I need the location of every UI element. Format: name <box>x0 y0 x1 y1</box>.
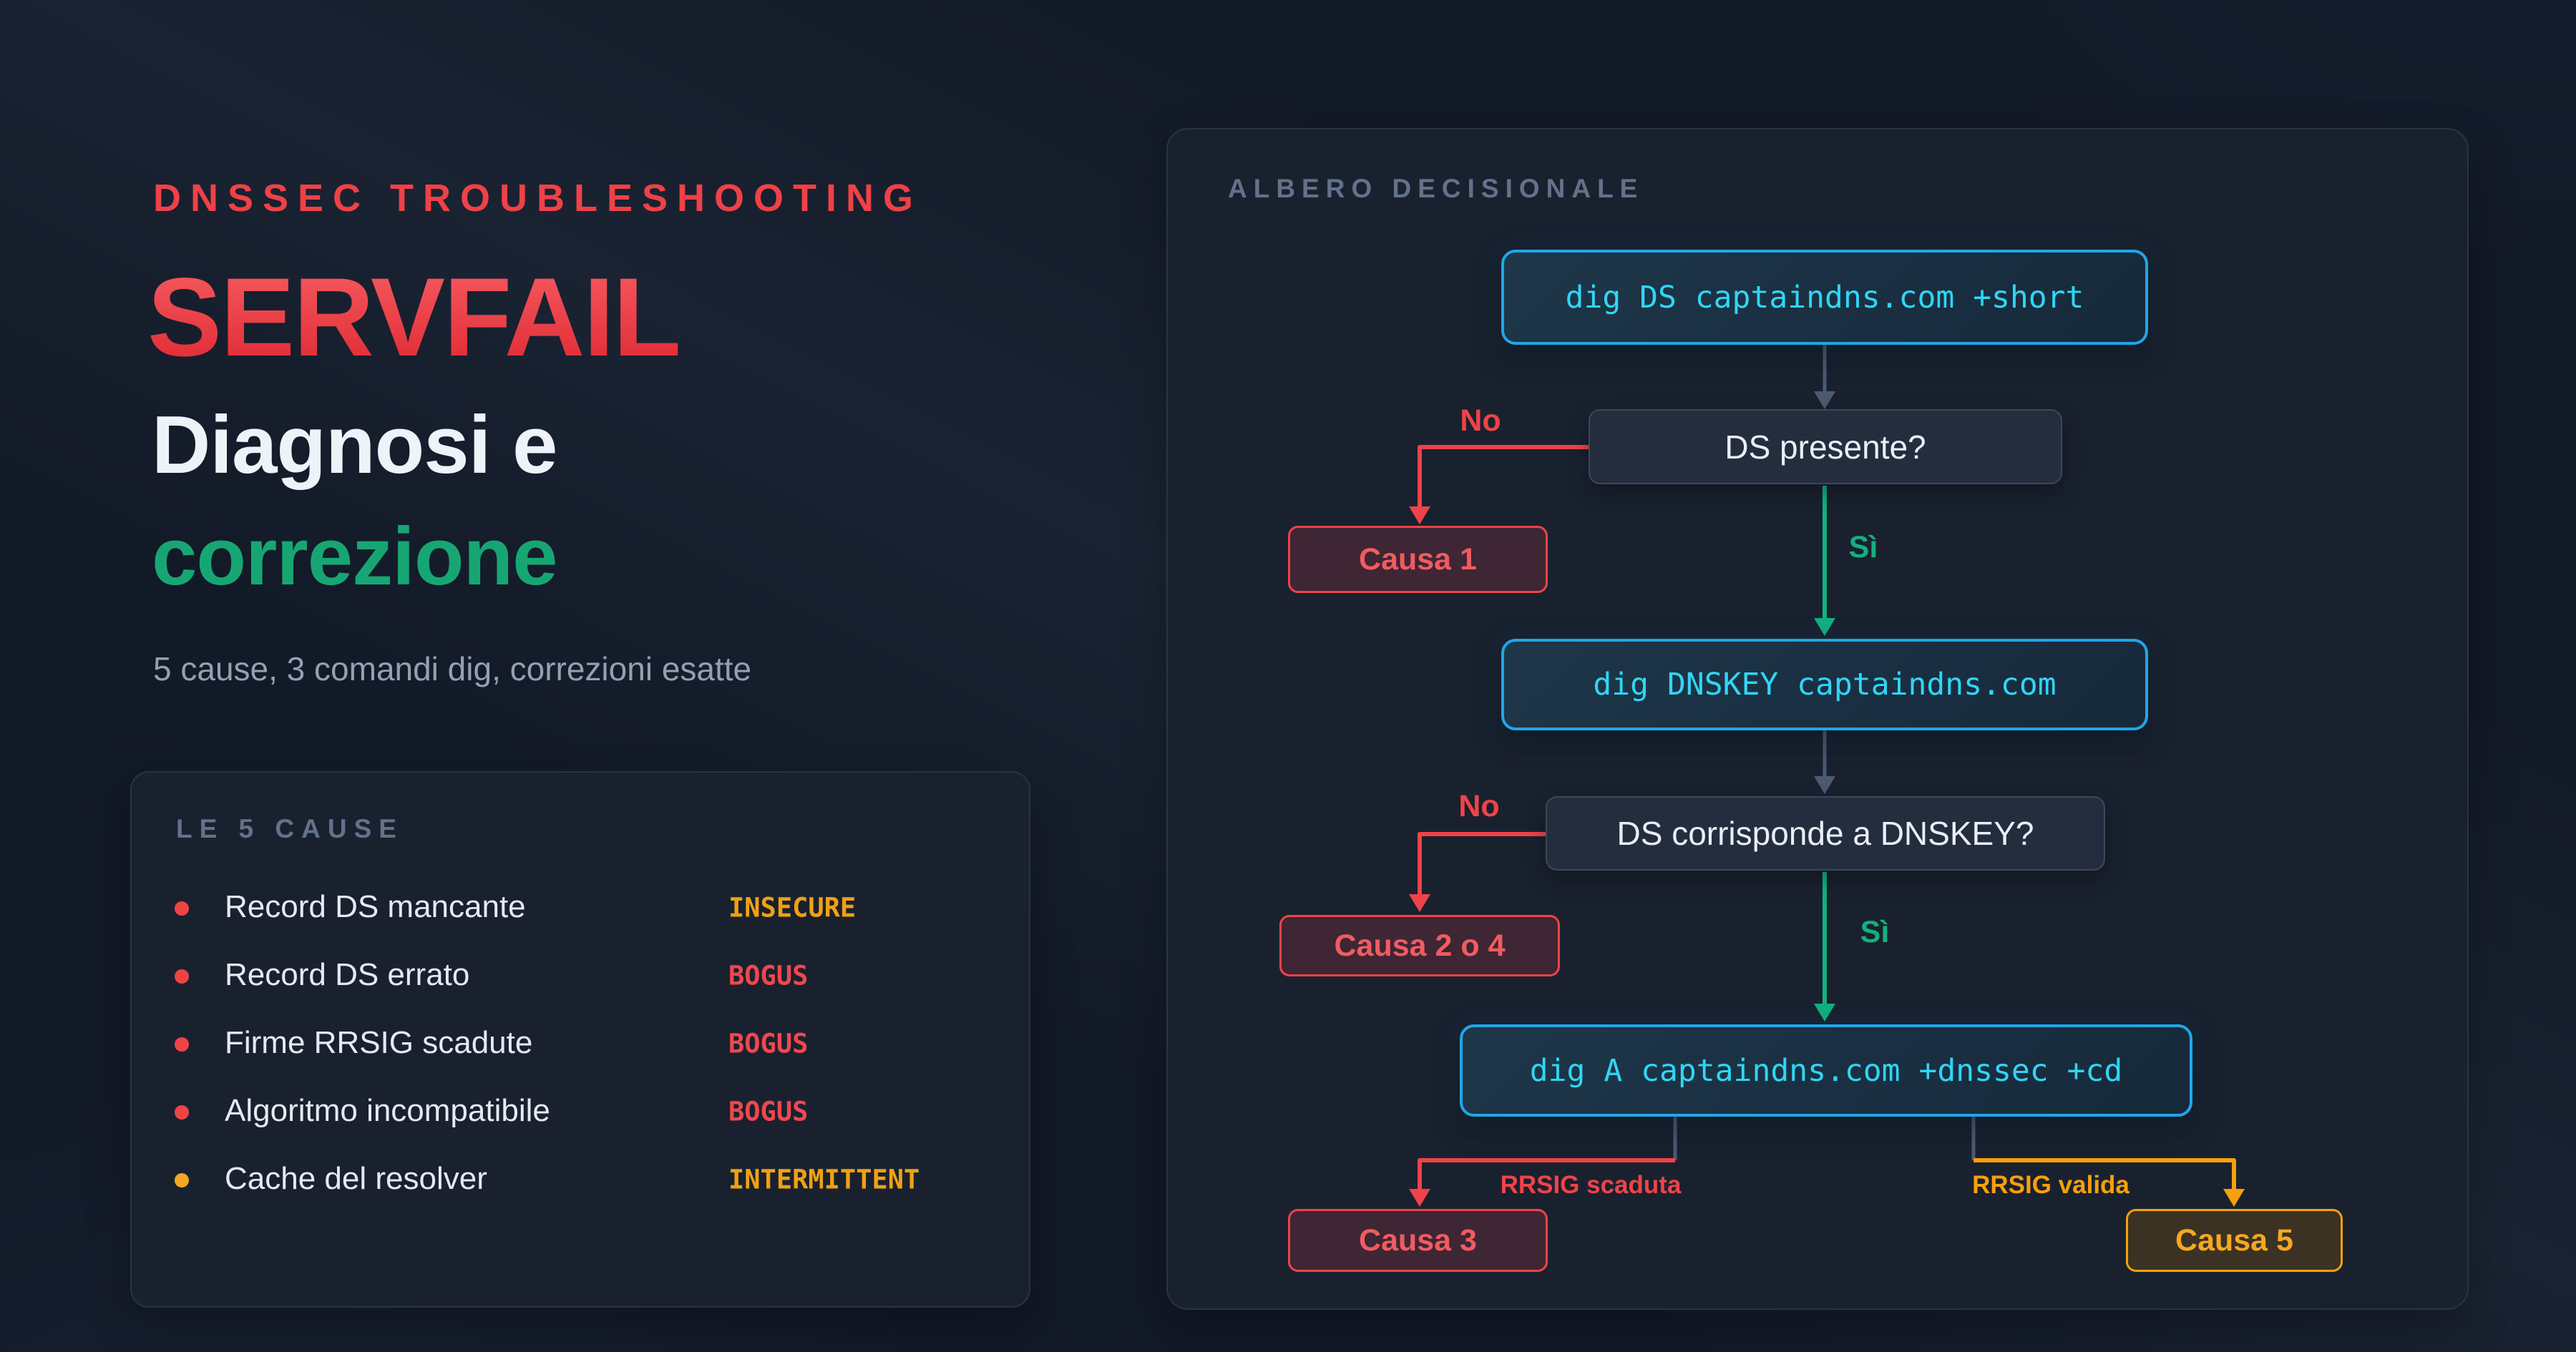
cause-row: Record DS errato BOGUS <box>132 944 1029 1009</box>
edge-q2-no-cause2 <box>1409 832 1546 912</box>
node-cause-1: Causa 1 <box>1288 526 1548 593</box>
hero-subtitle-line1: Diagnosi e <box>152 400 557 491</box>
hero-tagline: 5 cause, 3 comandi dig, correzioni esatt… <box>153 650 752 687</box>
edge-cmd2-q2 <box>1814 730 1835 794</box>
cause-dot-icon <box>175 1173 189 1187</box>
node-cause-5: Causa 5 <box>2126 1209 2343 1272</box>
edge-label-yes-1: Sì <box>1848 530 1878 564</box>
decision-tree-header: ALBERO DECISIONALE <box>1228 174 1644 203</box>
node-cmd-dig-a-dnssec: dig A captaindns.com +dnssec +cd <box>1460 1024 2192 1117</box>
cause-row: Algoritmo incompatibile BOGUS <box>132 1080 1029 1145</box>
cause-status-badge: BOGUS <box>728 1096 809 1127</box>
cause-status-badge: BOGUS <box>728 1028 809 1059</box>
edge-q2-yes-cmd3 <box>1814 872 1835 1022</box>
cause-status-badge: INTERMITTENT <box>728 1164 920 1195</box>
hero-subtitle-line2: correzione <box>152 511 558 602</box>
edge-cmd3-valid-cause5 <box>1971 1117 2245 1207</box>
node-question-ds-present: DS presente? <box>1589 409 2062 484</box>
cause-row: Firme RRSIG scadute BOGUS <box>132 1012 1029 1077</box>
cause-row: Record DS mancante INSECURE <box>132 876 1029 941</box>
edge-q1-no-cause1 <box>1409 445 1589 524</box>
cause-dot-icon <box>175 1105 189 1120</box>
causes-card: LE 5 CAUSE Record DS mancante INSECURE R… <box>130 771 1030 1308</box>
cause-label: Record DS errato <box>225 957 470 992</box>
edge-label-no-1: No <box>1460 403 1501 438</box>
edge-label-rrsig-expired: RRSIG scaduta <box>1500 1171 1682 1199</box>
edge-cmd3-expired-cause3 <box>1409 1117 1677 1207</box>
cause-label: Algoritmo incompatibile <box>225 1093 550 1128</box>
edge-q1-yes-cmd2 <box>1814 486 1835 636</box>
cause-row: Cache del resolver INTERMITTENT <box>132 1148 1029 1213</box>
node-cmd-dig-dnskey: dig DNSKEY captaindns.com <box>1501 639 2148 730</box>
edge-label-no-2: No <box>1458 789 1500 823</box>
node-question-ds-matches-dnskey: DS corrisponde a DNSKEY? <box>1546 796 2105 871</box>
cause-label: Record DS mancante <box>225 889 526 924</box>
cause-label: Cache del resolver <box>225 1161 487 1196</box>
causes-card-header: LE 5 CAUSE <box>176 814 404 843</box>
edge-label-yes-2: Sì <box>1860 915 1890 949</box>
cause-label: Firme RRSIG scadute <box>225 1025 533 1060</box>
node-cmd-dig-ds: dig DS captaindns.com +short <box>1501 250 2148 345</box>
cause-dot-icon <box>175 1037 189 1052</box>
decision-tree-panel: ALBERO DECISIONALE <box>1166 128 2469 1310</box>
node-cause-2-or-4: Causa 2 o 4 <box>1279 915 1560 976</box>
flowchart-edges <box>1409 345 2245 1207</box>
edge-label-rrsig-valid: RRSIG valida <box>1972 1171 2129 1199</box>
hero-kicker: DNSSEC TROUBLESHOOTING <box>153 177 923 220</box>
node-cause-3: Causa 3 <box>1288 1209 1548 1272</box>
edge-cmd1-q1 <box>1814 345 1835 409</box>
cause-status-badge: BOGUS <box>728 960 809 991</box>
cause-dot-icon <box>175 969 189 984</box>
cause-status-badge: INSECURE <box>728 892 857 924</box>
cause-dot-icon <box>175 901 189 916</box>
hero-title: SERVFAIL <box>147 255 681 380</box>
